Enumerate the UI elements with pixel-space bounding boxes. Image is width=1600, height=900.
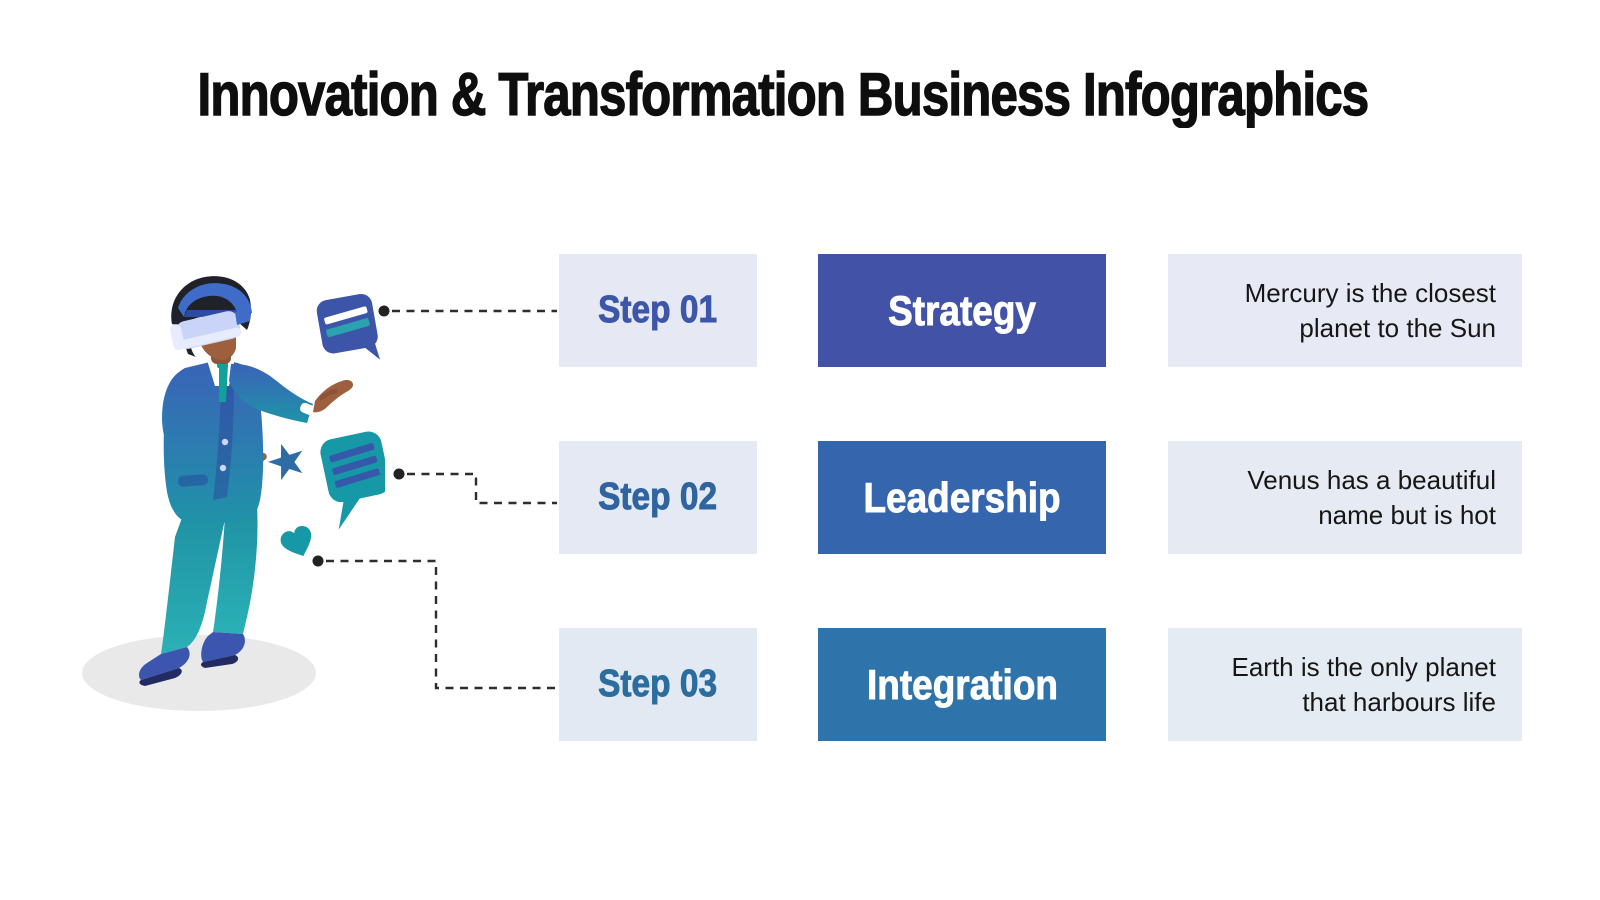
page-title-text: Innovation & Transformation Business Inf… [197, 60, 1370, 128]
star-icon [268, 443, 303, 481]
shirt [207, 358, 235, 386]
connector-dot-1 [378, 305, 390, 317]
vr-headset-icon [170, 283, 252, 350]
ground-shadow [82, 635, 316, 711]
open-hand [313, 380, 354, 413]
title-box-leadership: Leadership [818, 441, 1106, 554]
connector-dot-3 [312, 555, 324, 567]
pointing-hand [230, 448, 267, 468]
step-label-1: Step 01 [598, 289, 718, 332]
page-title: Innovation & Transformation Business Inf… [0, 60, 1566, 129]
connector-dot-2 [393, 468, 405, 480]
title-label-leadership: Leadership [863, 473, 1061, 521]
connector-line-3 [326, 559, 557, 690]
desc-text-2: Venus has a beautiful name but is hot [1247, 464, 1496, 530]
suit-jacket [163, 362, 264, 524]
step-box-1: Step 01 [559, 254, 757, 367]
speech-bubble-teal-icon [320, 431, 385, 530]
vr-person-illustration [82, 276, 385, 711]
desc-text-1: Mercury is the closest planet to the Sun [1244, 277, 1496, 343]
step-box-2: Step 02 [559, 441, 757, 554]
desc-box-2: Venus has a beautiful name but is hot [1168, 441, 1522, 554]
step-box-3: Step 03 [559, 628, 757, 741]
speech-bubble-blue-icon [316, 294, 380, 360]
title-box-integration: Integration [818, 628, 1106, 741]
face [196, 328, 236, 360]
title-label-strategy: Strategy [888, 286, 1037, 334]
desc-box-1: Mercury is the closest planet to the Sun [1168, 254, 1522, 367]
tie [219, 365, 228, 402]
title-box-strategy: Strategy [818, 254, 1106, 367]
shoe-front [139, 647, 190, 680]
desc-text-3: Earth is the only planet that harbours l… [1231, 651, 1497, 717]
desc-box-3: Earth is the only planet that harbours l… [1168, 628, 1522, 741]
title-label-integration: Integration [866, 660, 1058, 708]
step-label-2: Step 02 [598, 476, 718, 519]
shoe-back [201, 632, 245, 662]
step-label-3: Step 03 [598, 663, 718, 706]
connector-line-2 [407, 472, 557, 505]
heart-icon [280, 525, 312, 557]
hair [171, 276, 251, 330]
